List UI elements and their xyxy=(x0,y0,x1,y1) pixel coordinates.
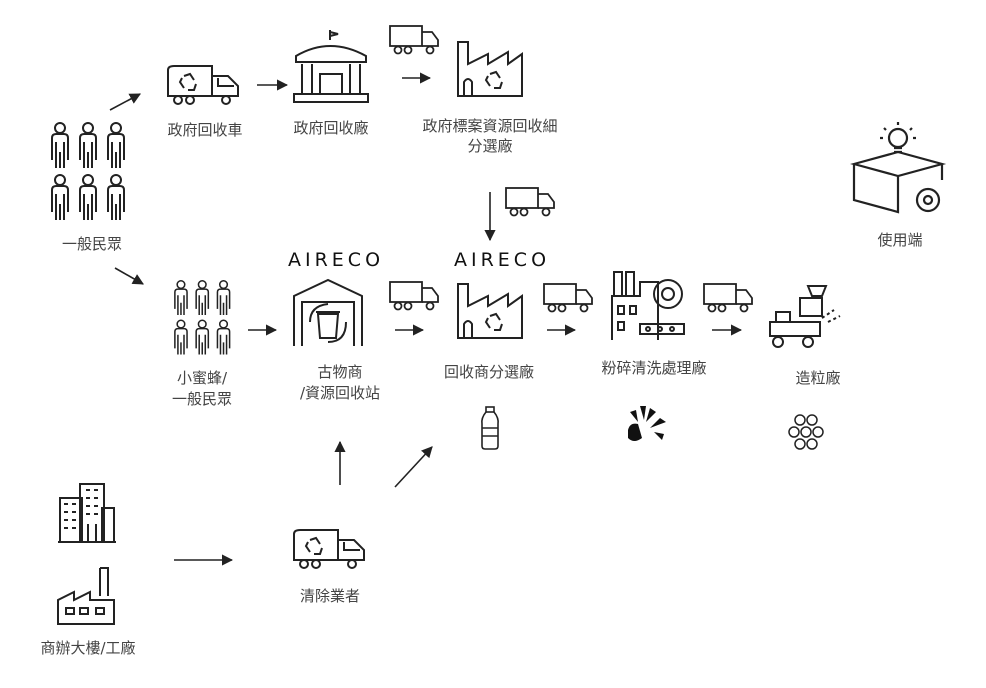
delivery-truck-icon xyxy=(389,281,439,311)
label-public: 一般民眾 xyxy=(61,235,122,253)
label-office-factory: 商辦大樓/工廠 xyxy=(40,639,136,657)
delivery-truck-icon xyxy=(703,283,753,313)
label-gov-sort-2: 分選廠 xyxy=(467,137,513,155)
aireco-logo: AIRECO xyxy=(454,249,551,271)
recycle-truck-icon xyxy=(167,65,239,105)
label-bees-2: 一般民眾 xyxy=(171,390,232,408)
recycle-factory-icon xyxy=(457,283,523,339)
recycle-factory-icon xyxy=(457,41,523,97)
delivery-truck-icon xyxy=(505,187,555,217)
label-cleaner: 清除業者 xyxy=(299,587,360,605)
label-gov-sort-1: 政府標案資源回收細 xyxy=(422,117,558,135)
label-gov-plant: 政府回收廠 xyxy=(293,119,369,137)
label-gov-truck: 政府回收車 xyxy=(167,121,243,139)
label-antique-1: 古物商 xyxy=(317,363,363,381)
people-group-icon xyxy=(174,280,231,356)
aireco-logo: AIRECO xyxy=(288,249,385,271)
arrow-public-to-govtruck xyxy=(109,93,141,111)
arrow-public-to-bees xyxy=(114,267,144,285)
label-recycler-sort: 回收商分選廠 xyxy=(443,363,534,381)
government-building-icon xyxy=(293,30,369,103)
plastic-flakes-icon xyxy=(628,406,666,441)
label-end-user: 使用端 xyxy=(877,231,923,249)
recycle-truck-icon xyxy=(293,529,365,569)
label-bees-1: 小蜜蜂/ xyxy=(176,369,228,387)
label-crush-wash: 粉碎清洗處理廠 xyxy=(601,359,707,377)
plastic-bottle-icon xyxy=(481,406,499,450)
label-pellet: 造粒廠 xyxy=(795,369,841,387)
warehouse-recycle-icon xyxy=(293,278,363,346)
delivery-truck-icon xyxy=(543,283,593,313)
arrow-cleaner-to-sort xyxy=(394,446,433,488)
shredder-factory-icon xyxy=(611,271,685,340)
people-group-icon xyxy=(51,122,125,221)
delivery-truck-icon xyxy=(389,25,439,55)
pelletizer-machine-icon xyxy=(769,285,841,348)
office-buildings-icon xyxy=(58,483,116,543)
factory-icon xyxy=(57,567,115,625)
label-antique-2: /資源回收站 xyxy=(299,384,381,402)
idea-box-icon xyxy=(850,122,947,214)
pellets-icon xyxy=(788,414,824,450)
